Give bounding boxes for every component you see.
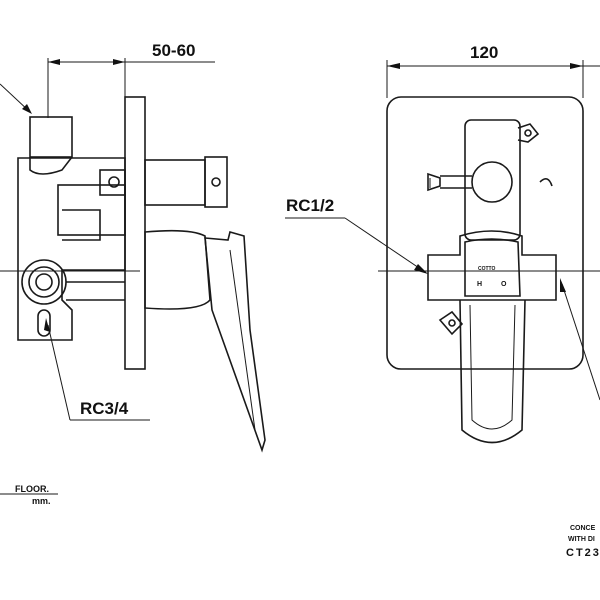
dim-width-label: 120 bbox=[470, 43, 498, 62]
mixer-lever-inner bbox=[469, 304, 516, 430]
shower-head-icon bbox=[427, 172, 441, 192]
spindle-housing bbox=[144, 159, 206, 206]
leader-right bbox=[561, 283, 600, 401]
diverter-knob-ring bbox=[471, 161, 513, 203]
diverter-column bbox=[464, 119, 521, 241]
handle-lever-edge bbox=[229, 249, 256, 431]
lower-outlet-bore bbox=[35, 273, 53, 291]
dim-depth-label: 50-60 bbox=[152, 41, 195, 60]
thread-inlet-label: RC1/2 bbox=[286, 196, 334, 215]
title-line-2: WITH DI bbox=[568, 536, 595, 543]
body-inner-block bbox=[57, 184, 126, 236]
dim-arrow-left bbox=[48, 59, 60, 65]
mixer-lever bbox=[459, 299, 526, 444]
top-outlet-pipe bbox=[29, 116, 73, 158]
shower-arm bbox=[440, 175, 472, 189]
body-inner-step bbox=[62, 209, 101, 241]
leader-right-arrow bbox=[560, 278, 566, 292]
bottom-left-clip bbox=[438, 310, 464, 336]
lower-outlet-inner bbox=[28, 266, 60, 298]
spout-icon bbox=[539, 178, 553, 187]
bottom-left-clip-screw bbox=[448, 319, 456, 327]
brand-label: COTTO bbox=[478, 266, 496, 272]
floor-unit-label: mm. bbox=[32, 496, 51, 506]
leader-outlet-arrow bbox=[44, 318, 50, 332]
top-right-clip bbox=[517, 123, 540, 143]
handle-lever bbox=[204, 231, 266, 453]
thread-outlet-label: RC3/4 bbox=[80, 399, 129, 418]
side-view: 50-60 RC3/4 F bbox=[0, 41, 266, 506]
spindle-end bbox=[204, 156, 228, 208]
screw-block bbox=[99, 169, 126, 196]
front-view: 120 COTTO H O RC1/2 bbox=[285, 43, 600, 444]
mixer-cap bbox=[464, 238, 521, 297]
top-outlet-neck bbox=[29, 156, 73, 175]
dim-arrow-left-front bbox=[387, 63, 400, 69]
screw-block-hole bbox=[108, 176, 120, 188]
leader-top-left-arrow bbox=[22, 104, 32, 114]
cover-plate bbox=[386, 96, 584, 370]
handle-base bbox=[144, 229, 211, 310]
drain-slot bbox=[37, 309, 51, 337]
leader-inlet-arrow bbox=[414, 264, 428, 274]
wall-plate bbox=[124, 96, 146, 370]
mixer-body bbox=[427, 230, 557, 301]
spindle-screw bbox=[211, 177, 221, 187]
dim-arrow-right-front bbox=[570, 63, 583, 69]
dim-arrow-right bbox=[113, 59, 125, 65]
title-line-1: CONCE bbox=[570, 525, 596, 532]
cold-label: O bbox=[501, 281, 507, 288]
hot-label: H bbox=[477, 281, 482, 288]
floor-label: FLOOR. bbox=[15, 484, 49, 494]
leader-outlet bbox=[47, 324, 71, 421]
title-block: CONCE WITH DI CT23 bbox=[566, 525, 600, 559]
model-code: CT23 bbox=[566, 547, 600, 559]
lower-outlet-pipe bbox=[66, 281, 125, 301]
top-right-clip-screw bbox=[524, 129, 532, 137]
leader-inlet bbox=[344, 217, 426, 273]
